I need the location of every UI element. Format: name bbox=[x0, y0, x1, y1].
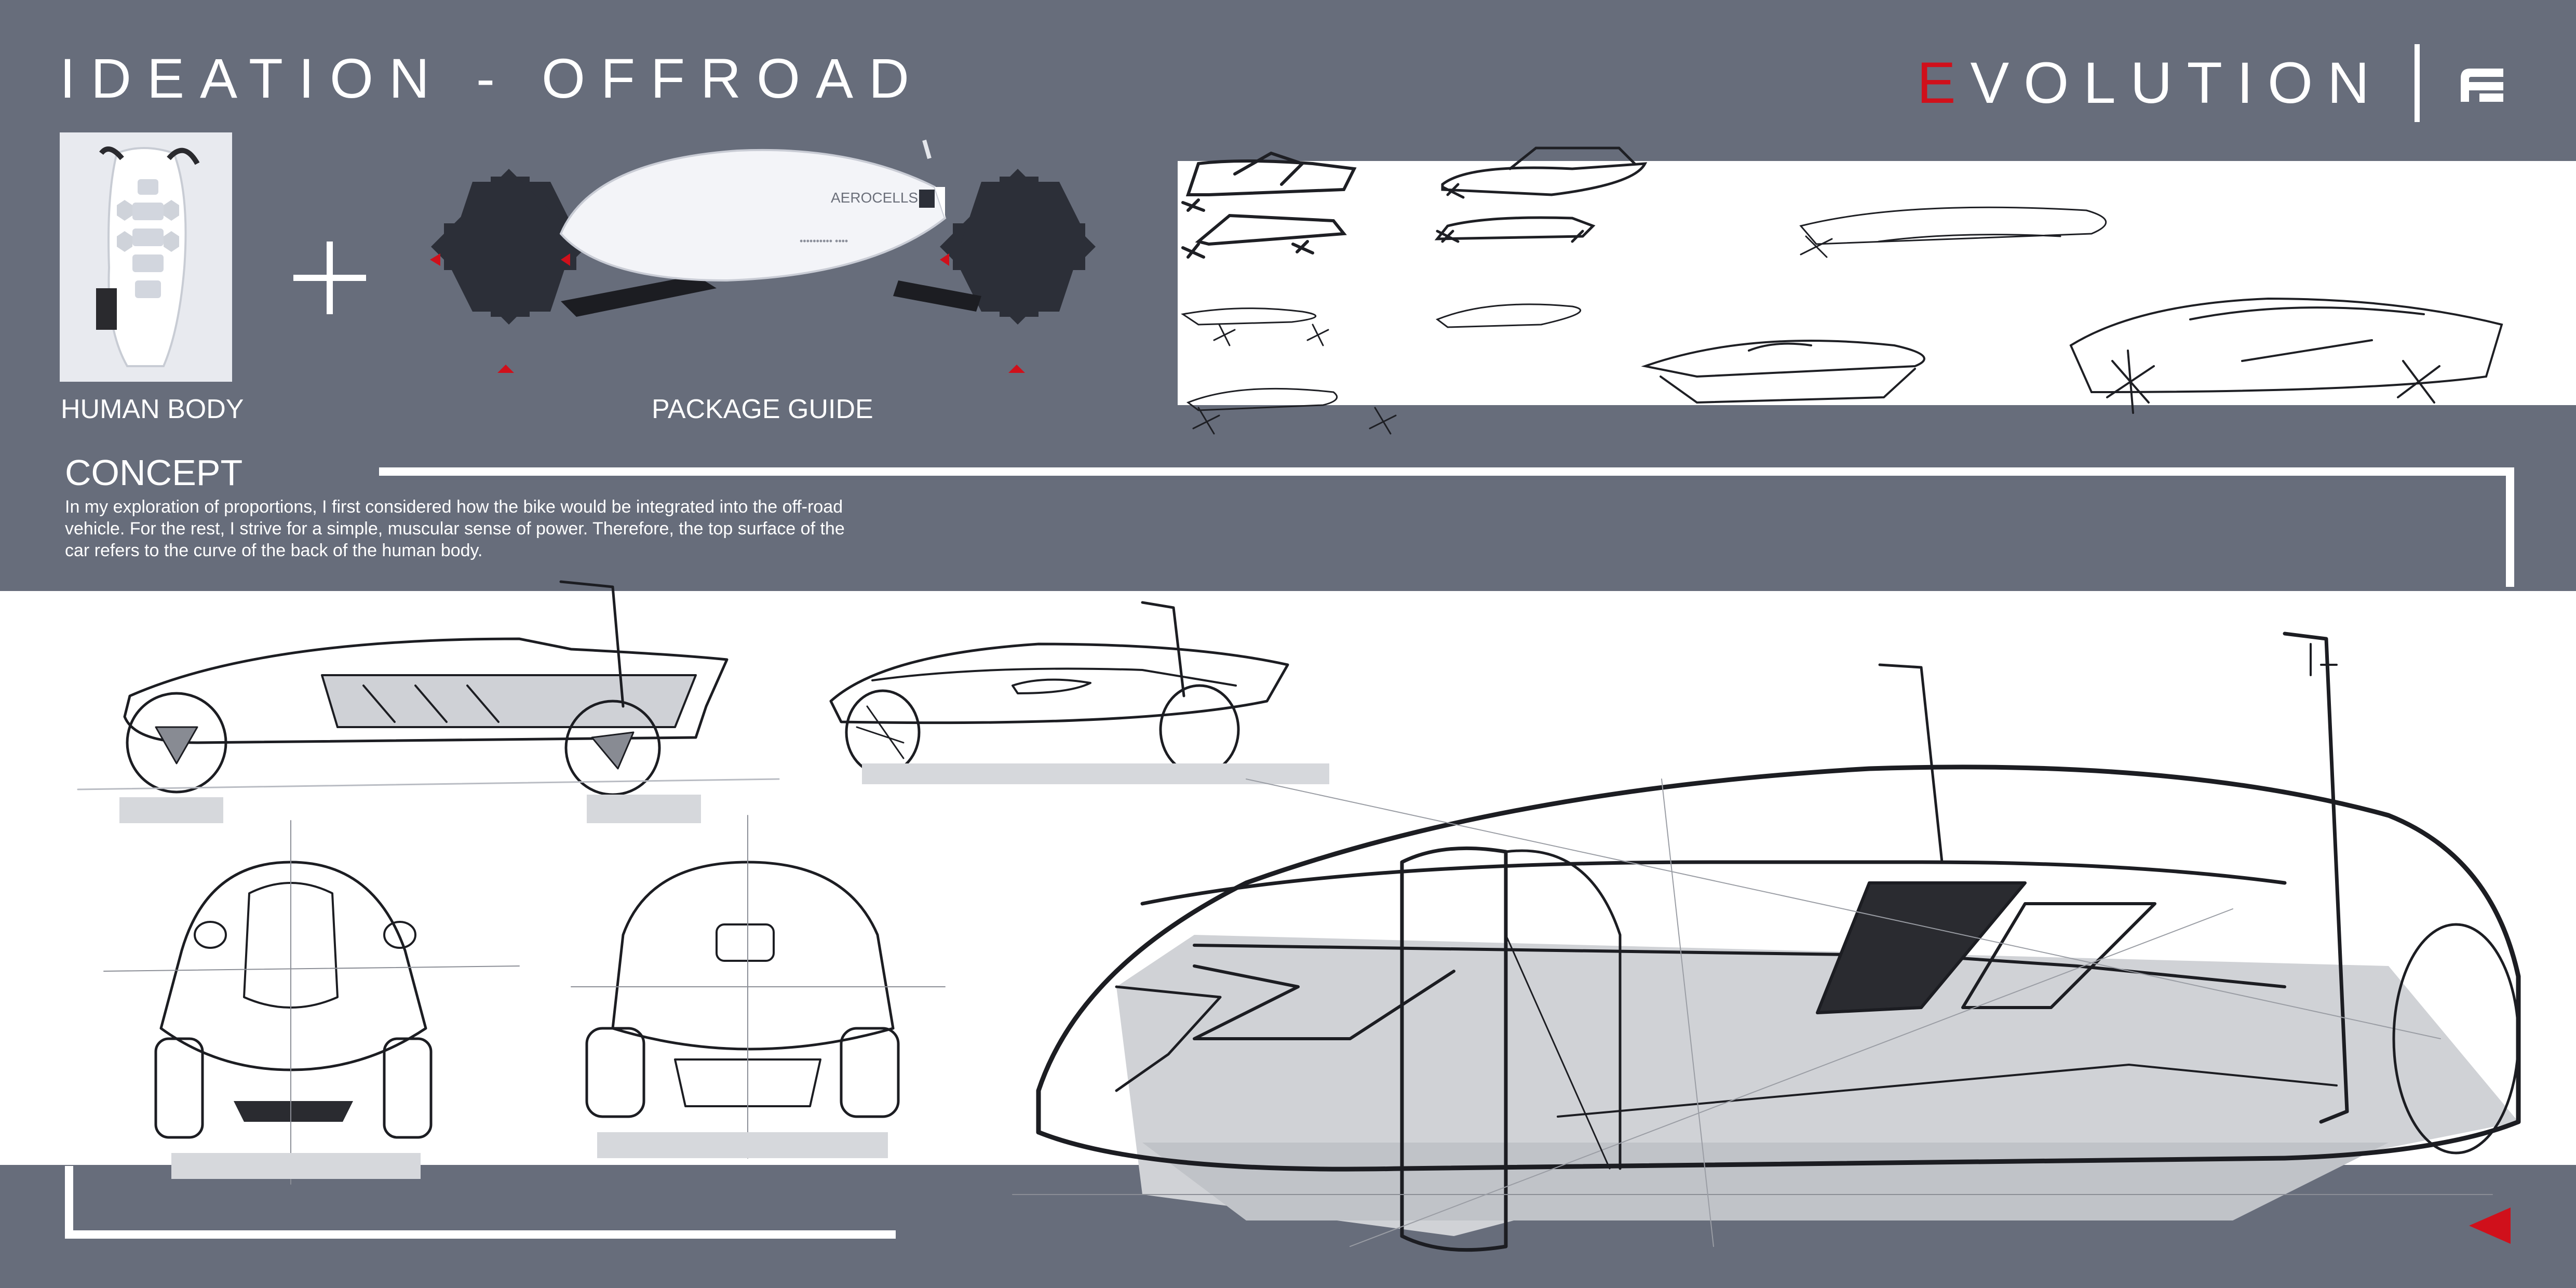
svg-text:•••••••••• ••••: •••••••••• •••• bbox=[800, 236, 848, 246]
thumbnail-sketch-7 bbox=[2069, 297, 2503, 414]
brand-logo-icon bbox=[2461, 69, 2503, 102]
package-guide-label: PACKAGE GUIDE bbox=[652, 394, 873, 424]
front-wheel-icon bbox=[431, 169, 587, 325]
hero-perspective-sketch bbox=[1012, 632, 2521, 1252]
human-body-reference-image bbox=[60, 132, 232, 382]
sketch-band-top bbox=[1178, 161, 2576, 405]
plus-icon bbox=[293, 242, 366, 314]
concept-line: In my exploration of proportions, I firs… bbox=[65, 497, 843, 517]
brand-rest: VOLUTION bbox=[1970, 50, 2384, 115]
package-guide-image: AEROCELLS •••••••••• •••• bbox=[430, 139, 1096, 373]
thumbnail-sketch-3 bbox=[1181, 303, 1582, 346]
concept-body: In my exploration of proportions, I firs… bbox=[65, 496, 906, 561]
front-view-sketch bbox=[103, 820, 520, 1185]
rear-wheel-icon bbox=[940, 169, 1096, 325]
thumbnail-sketch-2 bbox=[1434, 146, 1648, 243]
bottom-left-bracket bbox=[65, 1166, 896, 1239]
thumbnail-sketch-6 bbox=[1799, 206, 2107, 258]
triangle-left-icon[interactable] bbox=[2466, 1205, 2513, 1246]
concept-line: car refers to the curve of the back of t… bbox=[65, 541, 483, 560]
concept-heading: CONCEPT bbox=[65, 452, 243, 493]
brand-first-letter: E bbox=[1917, 50, 1971, 115]
side-view-sketch bbox=[77, 580, 780, 823]
human-body-label: HUMAN BODY bbox=[61, 394, 244, 424]
concept-line: vehicle. For the rest, I strive for a si… bbox=[65, 519, 845, 539]
brand-divider bbox=[2415, 44, 2420, 122]
page-title: IDEATION - OFFROAD bbox=[60, 47, 925, 110]
concept-frame bbox=[379, 467, 2514, 587]
thumbnail-sketch-4 bbox=[1186, 387, 1397, 435]
capsule-decal-text: AEROCELLS bbox=[831, 190, 918, 206]
brand-wordmark: EVOLUTION bbox=[1917, 49, 2384, 116]
rear-view-sketch bbox=[571, 815, 946, 1159]
main-vehicle-sketches bbox=[77, 580, 2521, 1252]
thumbnail-sketches bbox=[1181, 146, 2503, 435]
thumbnail-sketch-5 bbox=[1641, 340, 1925, 404]
thumbnail-sketch-1 bbox=[1181, 151, 1357, 259]
perspective-view-sketch bbox=[829, 601, 1329, 784]
